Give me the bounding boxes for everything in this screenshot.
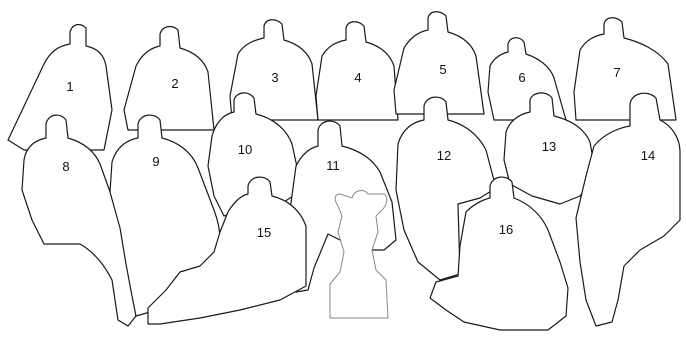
figure-label: 2 — [171, 76, 178, 91]
figure-label: 1 — [66, 79, 73, 94]
figure-label: 14 — [641, 148, 655, 163]
figure-6: 6 — [488, 38, 566, 120]
figure-label: 8 — [62, 159, 69, 174]
figure-label: 6 — [518, 70, 525, 85]
figure-label: 16 — [499, 222, 513, 237]
figure-label: 9 — [152, 154, 159, 169]
figure-label: 15 — [257, 225, 271, 240]
figure-label: 5 — [439, 62, 446, 77]
figure-label: 4 — [354, 70, 361, 85]
figure-label: 11 — [326, 158, 340, 173]
figure-7: 7 — [574, 18, 676, 120]
figure-label: 3 — [271, 70, 278, 85]
figure-label: 13 — [542, 139, 556, 154]
figure-14: 14 — [576, 93, 680, 326]
figure-2: 2 — [124, 27, 214, 130]
figure-label: 10 — [238, 142, 252, 157]
figure-label: 12 — [437, 148, 451, 163]
figure-label: 7 — [613, 65, 620, 80]
figure-4: 4 — [316, 22, 398, 120]
